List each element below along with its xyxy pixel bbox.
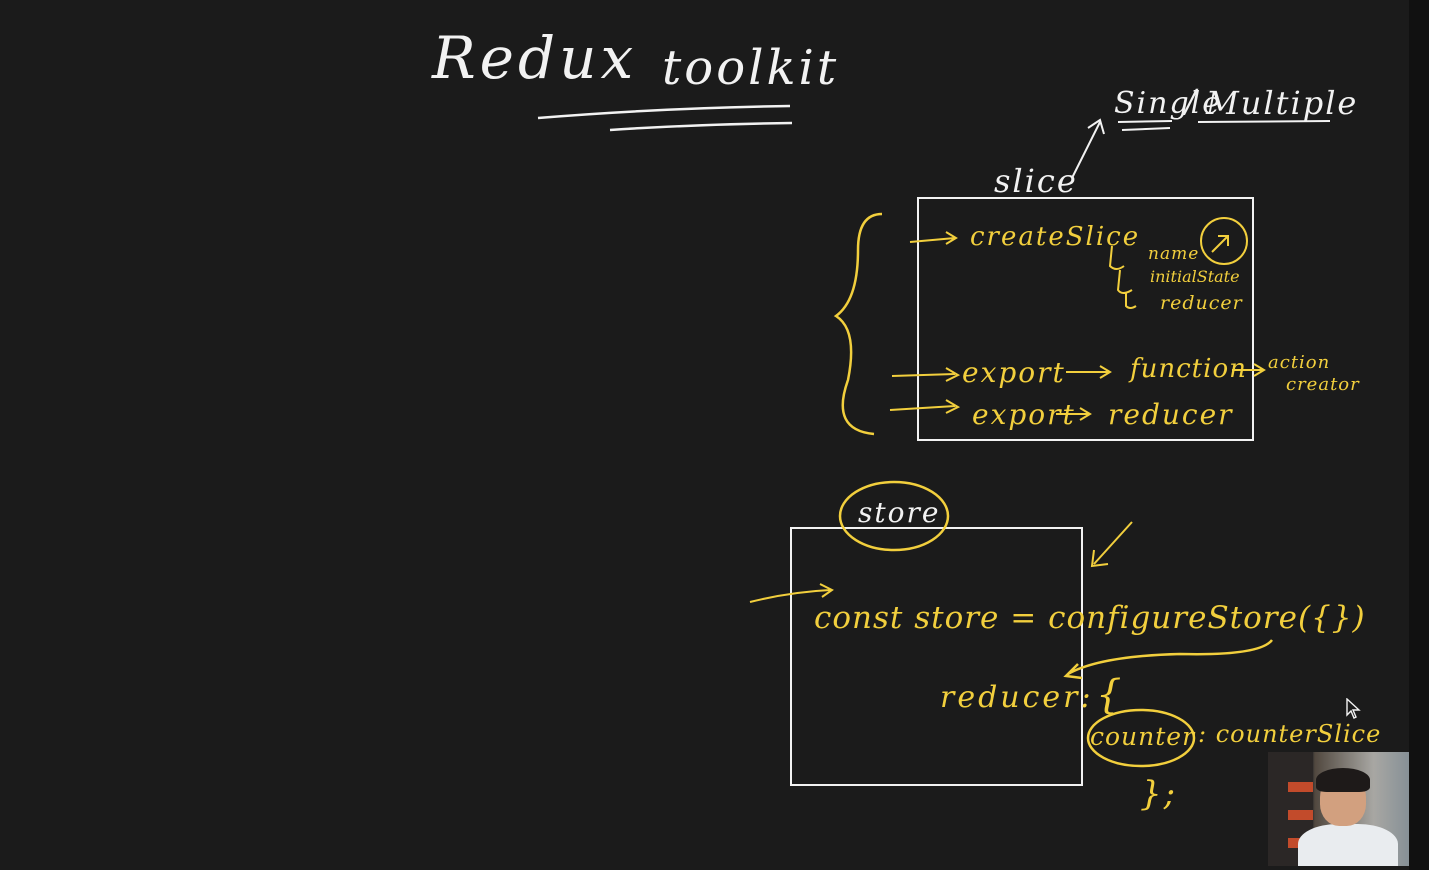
store-box bbox=[790, 527, 1083, 786]
export-1-function: function bbox=[1130, 354, 1247, 384]
reducer-close-brace: }; bbox=[1140, 774, 1178, 814]
arrow-export-2 bbox=[889, 399, 961, 414]
single-underline bbox=[1117, 120, 1173, 123]
reducer-open-brace: { bbox=[1096, 672, 1124, 718]
createslice-label: createSlice bbox=[970, 222, 1141, 252]
right-edge-bar bbox=[1409, 0, 1429, 870]
arrow-into-store bbox=[749, 583, 834, 603]
slice-curly-brace bbox=[833, 212, 883, 436]
arrow-createslice bbox=[909, 231, 958, 245]
export-1-label: export bbox=[962, 356, 1066, 389]
option-reducer: reducer bbox=[1160, 292, 1243, 314]
store-label: store bbox=[858, 496, 941, 529]
export-2-label: export bbox=[972, 398, 1076, 431]
title-word-2: toolkit bbox=[662, 40, 840, 96]
arrow-export-function bbox=[1066, 365, 1112, 379]
slice-branch-arrow bbox=[1071, 118, 1105, 179]
single-underline-2 bbox=[1121, 127, 1171, 131]
branch-multiple: Multiple bbox=[1206, 84, 1359, 122]
circled-arrow-inner bbox=[1211, 235, 1229, 253]
options-bracket bbox=[1108, 245, 1137, 309]
webcam-person-body bbox=[1298, 824, 1398, 866]
arrow-export-reducer bbox=[1056, 407, 1092, 421]
arrow-function-action bbox=[1232, 363, 1266, 377]
arrow-from-slice-to-store bbox=[1090, 521, 1133, 568]
arrow-object-to-reducer bbox=[1063, 639, 1273, 680]
export-2-reducer: reducer bbox=[1108, 398, 1234, 431]
branch-divider: / bbox=[1185, 82, 1198, 120]
branch-single: Single bbox=[1114, 86, 1223, 121]
option-name: name bbox=[1148, 244, 1200, 264]
title-underline-1 bbox=[537, 104, 791, 120]
counter-value: : counterSlice bbox=[1198, 720, 1382, 748]
reducer-key: reducer: bbox=[940, 680, 1094, 715]
arrow-export-1 bbox=[891, 367, 961, 382]
store-label-circle bbox=[838, 480, 950, 552]
title-underline-2 bbox=[609, 121, 793, 132]
store-code-line: const store = configureStore({}) bbox=[814, 600, 1366, 636]
slice-label: slice bbox=[994, 162, 1078, 200]
slice-box bbox=[917, 197, 1254, 441]
counter-circle bbox=[1086, 708, 1196, 768]
export-1-action: action bbox=[1268, 352, 1331, 373]
cursor-arrow-icon bbox=[1346, 698, 1361, 719]
webcam-feed bbox=[1268, 752, 1419, 866]
option-initialstate: initialState bbox=[1150, 267, 1240, 286]
counter-key: counter bbox=[1090, 722, 1196, 751]
circled-arrow-mark bbox=[1200, 217, 1248, 265]
export-1-creator: creator bbox=[1286, 374, 1360, 395]
title-word-1: Redux bbox=[432, 24, 638, 92]
webcam-person-hair bbox=[1316, 768, 1370, 792]
multiple-underline bbox=[1197, 120, 1331, 123]
